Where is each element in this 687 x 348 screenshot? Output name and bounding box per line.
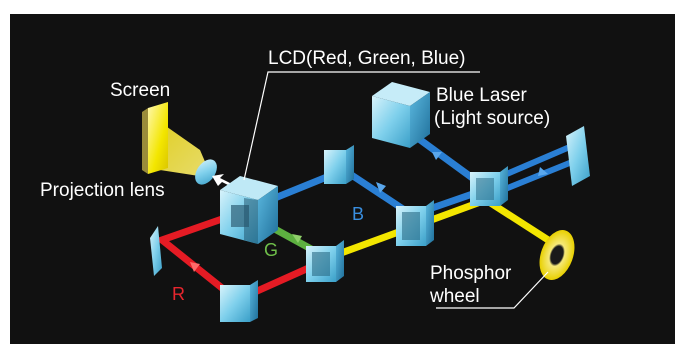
- phosphor-wheel: [539, 229, 575, 281]
- arrow-red-r: [190, 262, 200, 272]
- blue-laser-label-line2: (Light source): [434, 108, 550, 129]
- projection-lens-optic: [195, 159, 217, 185]
- beam-label-g: G: [264, 240, 278, 260]
- mirror-bottom-red-edge: [250, 280, 258, 322]
- blue-laser-cube: [372, 82, 430, 148]
- blue-laser-label-line1: Blue Laser: [436, 85, 528, 106]
- leader-phosphor: [436, 271, 549, 309]
- mirror-bottom-red: [220, 285, 250, 322]
- dichroic-green-inner: [312, 252, 330, 276]
- beam-label-r: R: [172, 284, 185, 304]
- screen-label: Screen: [110, 80, 170, 101]
- lcd-prism-assembly: [220, 176, 278, 244]
- arrow-blue-b: [376, 182, 386, 193]
- leader-lcd: [243, 71, 480, 181]
- phosphor-label-line2: wheel: [429, 286, 480, 307]
- dichroic-laser-edge: [500, 166, 508, 206]
- dichroic-green-edge: [336, 240, 344, 282]
- dichroic-middle-edge: [426, 200, 434, 246]
- dichroic-middle-inner: [402, 212, 420, 240]
- phosphor-label-line1: Phosphor: [430, 263, 512, 284]
- arrow-blue-laser: [432, 152, 442, 160]
- projection-lens-label: Projection lens: [40, 180, 165, 201]
- beam-label-b: B: [352, 204, 364, 224]
- red-beam-r-path: [154, 208, 324, 305]
- mirror-left-red: [150, 226, 162, 276]
- dichroic-laser-inner: [476, 178, 494, 200]
- arrow-blue-mirror: [538, 167, 548, 176]
- mirror-top-blue: [324, 150, 346, 184]
- screen-frame: [142, 108, 148, 174]
- mirror-top-blue-edge: [346, 145, 354, 184]
- mirror-right: [566, 126, 590, 186]
- projection-screen: [148, 102, 168, 174]
- arrow-green-g: [292, 234, 302, 243]
- lcd-label: LCD(Red, Green, Blue): [268, 48, 465, 69]
